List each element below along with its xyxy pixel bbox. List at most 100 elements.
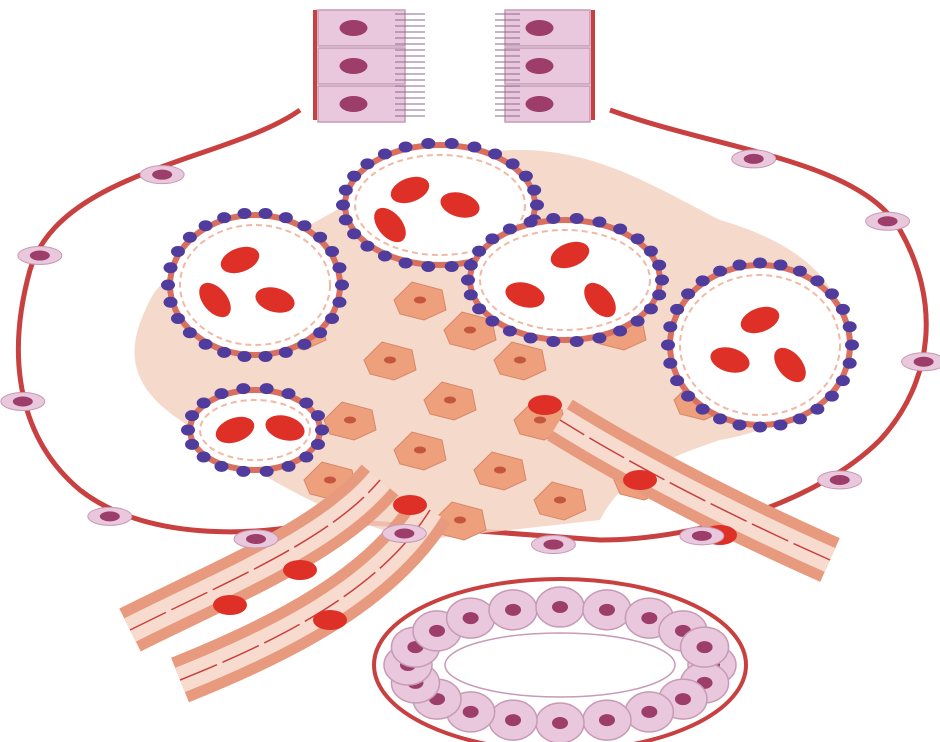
podocyte-foot-process (325, 313, 339, 324)
podocyte-foot-process (347, 171, 361, 182)
cell-nucleus (414, 297, 426, 304)
podocyte-foot-process (773, 260, 787, 271)
podocyte-foot-process (524, 332, 538, 343)
podocyte-foot-process (485, 233, 499, 244)
podocyte-foot-process (217, 347, 231, 358)
podocyte-foot-process (472, 303, 486, 314)
podocyte-foot-process (313, 232, 327, 243)
podocyte-foot-process (297, 339, 311, 350)
podocyte-foot-process (570, 213, 584, 224)
cell-nucleus (526, 96, 554, 112)
podocyte-foot-process (445, 138, 459, 149)
podocyte-foot-process (464, 289, 478, 300)
podocyte-foot-process (378, 148, 392, 159)
podocyte-foot-process (519, 171, 533, 182)
cell-nucleus (505, 604, 521, 616)
podocyte-foot-process (332, 262, 346, 273)
podocyte-foot-process (670, 375, 684, 386)
podocyte-foot-process (472, 246, 486, 257)
cell-nucleus (340, 96, 368, 112)
cell-nucleus (494, 467, 506, 474)
cell-nucleus (526, 58, 554, 74)
cell-nucleus (30, 251, 50, 261)
podocyte-foot-process (299, 398, 313, 409)
podocyte-foot-process (773, 419, 787, 430)
red-blood-cell (213, 595, 247, 615)
cell-nucleus (444, 397, 456, 404)
podocyte-foot-process (282, 461, 296, 472)
podocyte-foot-process (810, 404, 824, 415)
cell-nucleus (246, 534, 266, 544)
podocyte-foot-process (258, 208, 272, 219)
podocyte-foot-process (503, 326, 517, 337)
podocyte-foot-process (713, 413, 727, 424)
cell-nucleus (514, 357, 526, 364)
podocyte-foot-process (236, 383, 250, 394)
podocyte-foot-process (181, 425, 195, 436)
podocyte-foot-process (527, 185, 541, 196)
podocyte-foot-process (696, 404, 710, 415)
cell-nucleus (599, 714, 615, 726)
podocyte-foot-process (652, 260, 666, 271)
podocyte-foot-process (753, 422, 767, 433)
podocyte-foot-process (360, 241, 374, 252)
distal-tubule-cross-section (374, 579, 746, 742)
podocyte-foot-process (421, 138, 435, 149)
red-blood-cell (528, 395, 562, 415)
podocyte-foot-process (461, 275, 475, 286)
podocyte-foot-process (696, 275, 710, 286)
cell-nucleus (554, 497, 566, 504)
cell-nucleus (340, 20, 368, 36)
podocyte-foot-process (332, 297, 346, 308)
podocyte-foot-process (631, 233, 645, 244)
podocyte-foot-process (592, 332, 606, 343)
podocyte-foot-process (197, 398, 211, 409)
podocyte-foot-process (843, 358, 857, 369)
cell-nucleus (744, 154, 764, 164)
cell-nucleus (340, 58, 368, 74)
red-blood-cell (623, 470, 657, 490)
cell-nucleus (394, 529, 414, 539)
podocyte-foot-process (793, 413, 807, 424)
podocyte-foot-process (825, 288, 839, 299)
podocyte-foot-process (236, 466, 250, 477)
podocyte-foot-process (506, 158, 520, 169)
podocyte-foot-process (311, 439, 325, 450)
podocyte-foot-process (467, 142, 481, 153)
podocyte-foot-process (793, 266, 807, 277)
podocyte-foot-process (399, 142, 413, 153)
podocyte-foot-process (681, 288, 695, 299)
podocyte-foot-process (238, 351, 252, 362)
podocyte-foot-process (313, 327, 327, 338)
cell-nucleus (526, 20, 554, 36)
podocyte-foot-process (825, 391, 839, 402)
podocyte-foot-process (810, 275, 824, 286)
podocyte-foot-process (836, 375, 850, 386)
podocyte-foot-process (445, 261, 459, 272)
cell-nucleus (463, 612, 479, 624)
podocyte-foot-process (524, 217, 538, 228)
podocyte-foot-process (325, 246, 339, 257)
podocyte-foot-process (713, 266, 727, 277)
podocyte-foot-process (217, 212, 231, 223)
podocyte-foot-process (335, 280, 349, 291)
podocyte-foot-process (488, 148, 502, 159)
podocyte-foot-process (299, 451, 313, 462)
cell-nucleus (878, 216, 898, 226)
podocyte-foot-process (197, 451, 211, 462)
podocyte-foot-process (339, 185, 353, 196)
podocyte-foot-process (279, 347, 293, 358)
podocyte-foot-process (663, 358, 677, 369)
cell-nucleus (692, 531, 712, 541)
cell-nucleus (464, 327, 476, 334)
cell-nucleus (13, 397, 33, 407)
cell-nucleus (552, 717, 568, 729)
cell-nucleus (543, 540, 563, 550)
proximal-tubule-neck (315, 10, 593, 122)
podocyte-foot-process (279, 212, 293, 223)
podocyte-foot-process (753, 258, 767, 269)
podocyte-foot-process (378, 251, 392, 262)
podocyte-foot-process (546, 336, 560, 347)
podocyte-foot-process (347, 228, 361, 239)
